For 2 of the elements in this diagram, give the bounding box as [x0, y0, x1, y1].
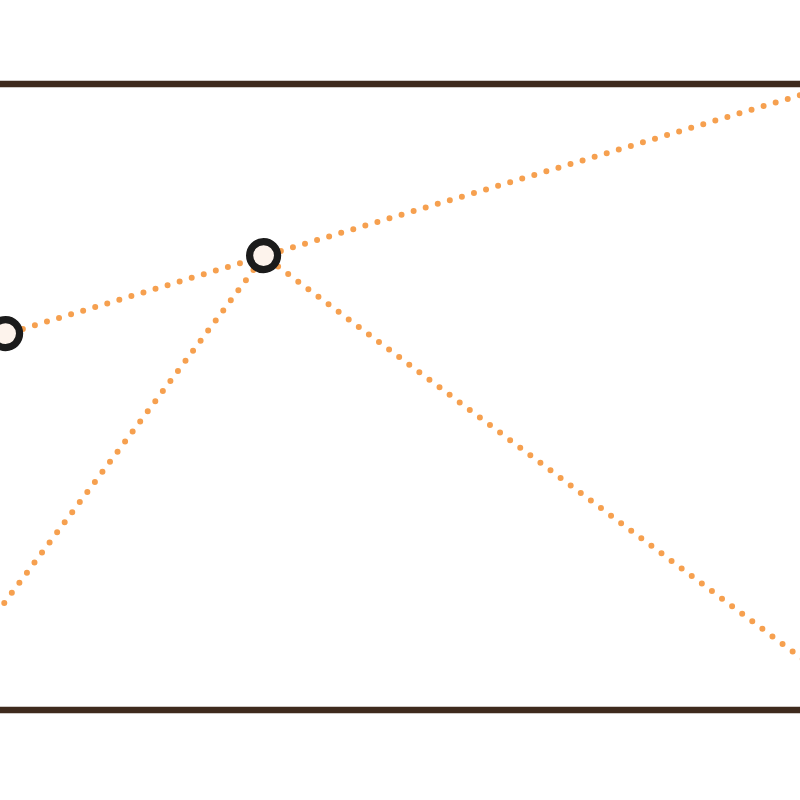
circle-marker [246, 238, 282, 274]
dotted-line [277, 91, 800, 254]
